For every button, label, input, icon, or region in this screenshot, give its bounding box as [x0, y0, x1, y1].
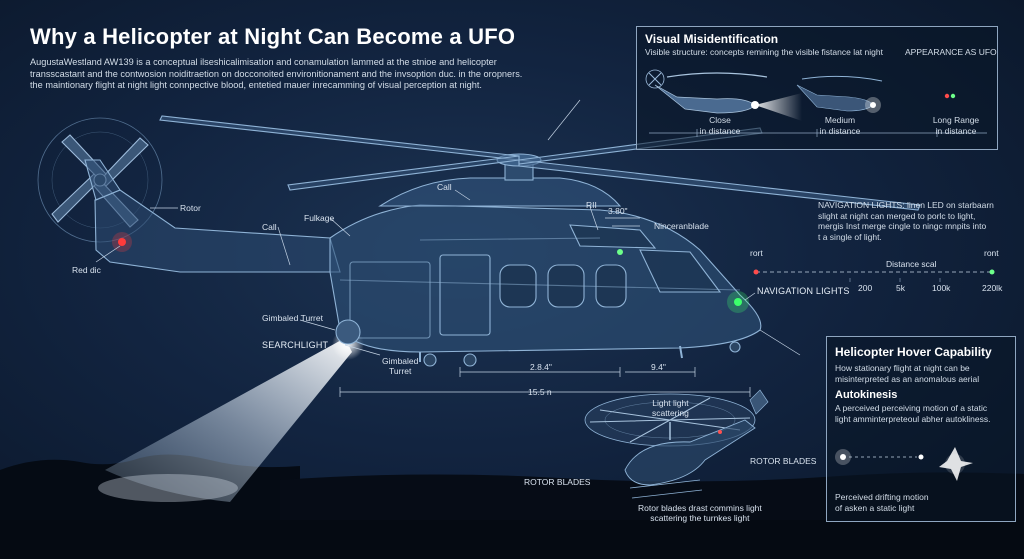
label-rotor: Rotor — [180, 203, 201, 213]
intro-line: AugustaWestland AW139 is a conceptual il… — [30, 57, 497, 67]
distance-medium: Medium in distance — [805, 115, 875, 136]
label-line: in distance — [819, 125, 861, 136]
nav-note-line-3: mergis Inst merge cingle to ningc mnpits… — [818, 221, 987, 231]
label-ninceranblade: Ninceranblade — [654, 221, 709, 231]
distance-scale-right: ront — [984, 248, 999, 258]
appearance-label: APPEARANCE AS UFO — [905, 47, 997, 57]
autokinesis-line-1: A perceived perceiving motion of a stati… — [835, 403, 988, 413]
label-line: Turret — [389, 366, 412, 376]
label-searchlight: SEARCHLIGHT — [262, 340, 329, 350]
distance-tick: 5k — [896, 283, 905, 293]
misidentification-illustration — [645, 69, 987, 137]
label-rotor-blades-left: ROTOR BLADES — [524, 477, 591, 487]
page-title: Why a Helicopter at Night Can Become a U… — [30, 24, 516, 49]
label-length: 15.5 n — [528, 387, 552, 397]
distance-scale-graphic — [753, 269, 995, 282]
label-rotor-drift: Rotor blades drast commins light scatter… — [638, 503, 762, 523]
label-rotor-blades-right: ROTOR BLADES — [750, 456, 817, 466]
label-line: Gimbaled — [382, 356, 419, 366]
nav-note-line-4: t a single of light. — [818, 231, 882, 242]
label-light-scattering: Light light scattering — [652, 398, 689, 418]
panel-subtitle: Visible structure: concepts remining the… — [645, 47, 883, 57]
autokinesis-line-2: light amminterpreteoul abher autokliness… — [835, 414, 991, 424]
label-line: in distance — [935, 125, 977, 136]
label-line: Rotor blades drast commins light — [638, 503, 762, 513]
nav-note-text: linen LED on starbaarn — [906, 200, 994, 210]
distance-tick: 220lk — [982, 283, 1003, 293]
label-gimbaled-turret: Gimbaled Turret — [262, 313, 323, 323]
autokinesis-illustration — [835, 447, 973, 481]
navigation-lights-note: NAVIGATION LIGHTS: linen LED on starbaar… — [818, 200, 1018, 242]
label-rii: RII — [586, 200, 597, 210]
hover-capability-panel: Helicopter Hover Capability How stationa… — [826, 336, 1016, 522]
label-red-disc: Red dic — [72, 265, 101, 275]
drift-line-1: Perceived drifting motion — [835, 492, 929, 502]
visual-misidentification-panel: Visual Misidentification Visible structu… — [636, 26, 998, 150]
distance-tick: 100k — [932, 283, 951, 293]
distance-tick: 200 — [858, 283, 873, 293]
panel-title: Visual Misidentification — [645, 32, 779, 46]
label-line: Close — [709, 115, 731, 125]
autokinesis-heading: Autokinesis — [835, 389, 898, 401]
hover-line-1: How stationary flight at night can be — [835, 363, 970, 373]
helicopter-secondary-illustration — [584, 389, 769, 499]
nav-note-line-2: slight at night can merged to porlc to l… — [818, 210, 976, 221]
label-line: Medium — [824, 115, 856, 125]
distance-close: Close in distance — [685, 115, 755, 136]
label-dimension-a: 2.8.4" — [530, 362, 552, 372]
nav-note-heading: NAVIGATION LIGHTS: — [818, 200, 905, 210]
label-line: in distance — [699, 125, 741, 136]
distance-scale-left: rort — [750, 248, 763, 258]
intro-paragraph: AugustaWestland AW139 is a conceptual il… — [30, 57, 550, 92]
label-gimbaled-turret-bottom: Gimbaled Turret — [382, 356, 418, 376]
intro-line: the maintionary flight at night light co… — [30, 80, 482, 90]
distance-long-range: Long Range in distance — [914, 115, 998, 136]
hover-title: Helicopter Hover Capability — [835, 345, 992, 359]
label-dimension-b: 9.4" — [651, 362, 666, 372]
label-line: Light light — [652, 398, 689, 408]
label-dimension-top: 3.80" — [608, 206, 628, 216]
label-line: Long Range — [932, 115, 980, 125]
label-line: scattering the turnkes light — [650, 513, 750, 523]
label-call-top: Call — [437, 182, 452, 192]
label-navigation-lights: NAVIGATION LIGHTS — [757, 286, 850, 296]
hover-line-2: misinterpreted as an anomalous aerial — [835, 374, 980, 384]
label-call-left: Call — [262, 222, 277, 232]
label-fuselage: Fulkage — [304, 213, 335, 223]
label-line: scattering — [652, 408, 689, 418]
intro-line: transscastant and the contwosion noiditr… — [30, 68, 523, 79]
nav-note-line-1: NAVIGATION LIGHTS: linen LED on starbaar… — [818, 200, 1018, 211]
drift-line-2: of asken a static light — [835, 503, 915, 513]
distance-scale-label: Distance scal — [886, 259, 937, 269]
